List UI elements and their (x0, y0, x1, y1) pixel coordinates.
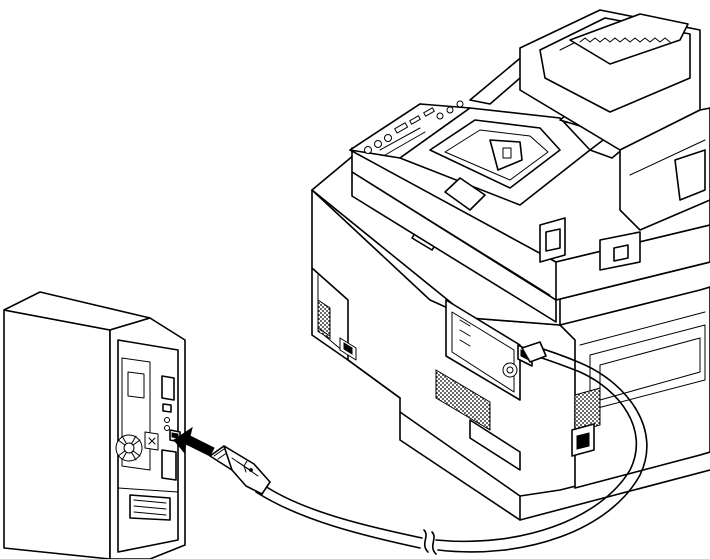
cable-break-icon (423, 529, 437, 555)
insert-arrow-icon (173, 426, 215, 457)
control-panel-buttons (364, 100, 464, 156)
usb-symbol-icon (237, 460, 253, 473)
usb-plug-icon (209, 445, 271, 495)
adf-label-strip (579, 37, 671, 43)
computer-tower-icon (3, 291, 186, 559)
usb-cable-icon (255, 341, 648, 555)
printer-icon (311, 9, 710, 521)
